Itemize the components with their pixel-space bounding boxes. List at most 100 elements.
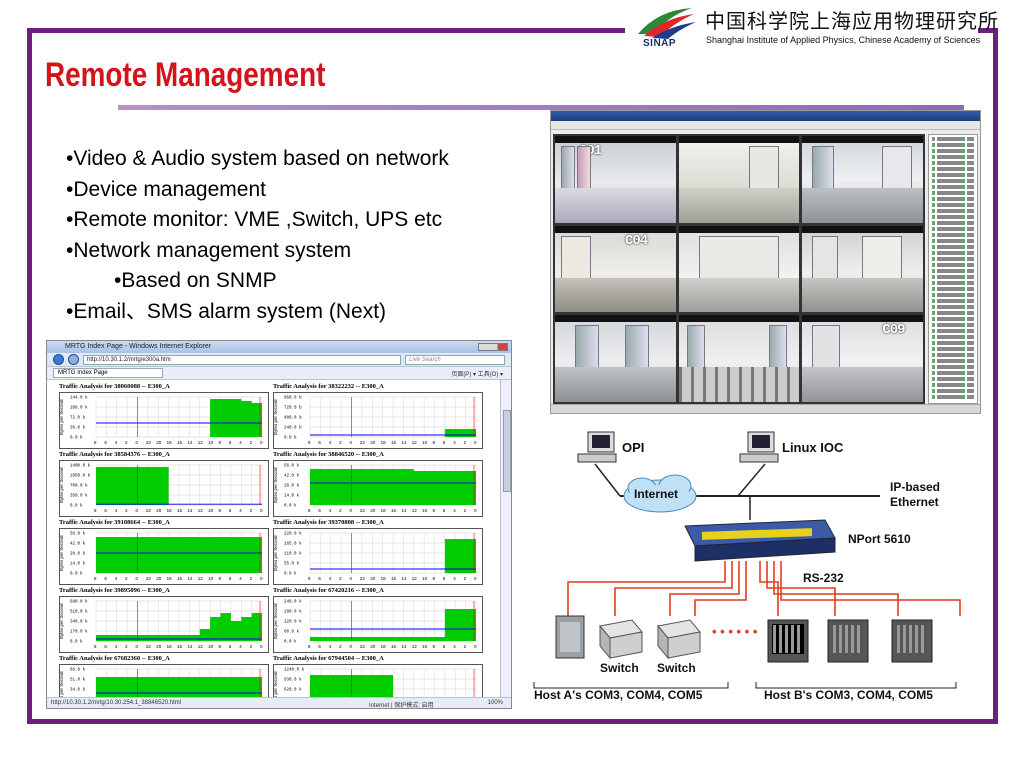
device-tree-item[interactable] bbox=[932, 281, 974, 285]
x-tick-label: 22 bbox=[360, 576, 366, 581]
device-tree-item[interactable] bbox=[932, 197, 974, 201]
x-tick-label: 2 bbox=[250, 508, 253, 513]
x-tick-label: 6 bbox=[318, 440, 321, 445]
zoom-level[interactable]: 100% bbox=[487, 700, 503, 706]
device-tree-item[interactable] bbox=[932, 335, 974, 339]
device-tree-item[interactable] bbox=[932, 245, 974, 249]
x-tick-label: 2 bbox=[339, 508, 342, 513]
device-tree-item[interactable] bbox=[932, 377, 974, 381]
x-tick-label: 22 bbox=[360, 644, 366, 649]
device-tree-item[interactable] bbox=[932, 323, 974, 327]
device-tree-item[interactable] bbox=[932, 185, 974, 189]
device-tree-item[interactable] bbox=[932, 311, 974, 315]
search-input[interactable]: Live Search bbox=[405, 354, 505, 365]
y-tick-label: 170.0 k bbox=[70, 630, 88, 635]
back-button[interactable] bbox=[53, 354, 64, 365]
x-tick-label: 8 bbox=[308, 644, 311, 649]
device-tree-item[interactable] bbox=[932, 173, 974, 177]
device-tree-item[interactable] bbox=[932, 233, 974, 237]
institute-name-en: Shanghai Institute of Applied Physics, C… bbox=[706, 35, 981, 45]
device-tree-item[interactable] bbox=[932, 389, 974, 393]
host-b-crate-icon bbox=[891, 619, 933, 663]
device-tree-item[interactable] bbox=[932, 269, 974, 273]
device-tree-item[interactable] bbox=[932, 395, 974, 399]
device-tree-item[interactable] bbox=[932, 251, 974, 255]
device-tree-item[interactable] bbox=[932, 191, 974, 195]
camera-view: C01 bbox=[555, 136, 676, 223]
x-tick-label: 14 bbox=[401, 508, 407, 513]
x-tick-label: 6 bbox=[318, 644, 321, 649]
address-input[interactable]: http://10.30.1.2/mrtg/e300a.htm bbox=[83, 354, 401, 365]
camera-label: C04 bbox=[625, 232, 648, 249]
x-tick-label: 0 bbox=[350, 576, 353, 581]
browser-toolbar[interactable]: 页面(P) ▾ 工具(O) ▾ bbox=[451, 371, 503, 378]
device-tree-item[interactable] bbox=[932, 149, 974, 153]
device-tree-item[interactable] bbox=[932, 257, 974, 261]
device-tree-item[interactable] bbox=[932, 215, 974, 219]
device-tree-item[interactable] bbox=[932, 209, 974, 213]
device-tree-item[interactable] bbox=[932, 347, 974, 351]
device-tree-item[interactable] bbox=[932, 365, 974, 369]
window-buttons[interactable] bbox=[478, 343, 508, 351]
device-tree-item[interactable] bbox=[932, 341, 974, 345]
device-tree-item[interactable] bbox=[932, 317, 974, 321]
x-tick-label: 8 bbox=[219, 440, 222, 445]
tab-mrtg[interactable]: MRTG Index Page bbox=[53, 368, 163, 378]
institute-name-cn: 中国科学院上海应用物理研究所 bbox=[705, 9, 999, 33]
x-tick-label: 4 bbox=[115, 508, 118, 513]
device-tree-item[interactable] bbox=[932, 287, 974, 291]
device-tree-item[interactable] bbox=[932, 293, 974, 297]
y-axis-label: Bytes per Second bbox=[60, 671, 64, 707]
y-tick-label: 960.0 b bbox=[284, 396, 302, 401]
device-tree-item[interactable] bbox=[932, 353, 974, 357]
device-tree-panel[interactable] bbox=[928, 134, 978, 404]
device-tree-item[interactable] bbox=[932, 263, 974, 267]
device-tree-item[interactable] bbox=[932, 239, 974, 243]
x-tick-label: 14 bbox=[401, 576, 407, 581]
traffic-in-area bbox=[96, 609, 262, 641]
device-tree-item[interactable] bbox=[932, 137, 974, 141]
x-tick-label: 4 bbox=[239, 644, 242, 649]
browser-scrollbar[interactable] bbox=[500, 380, 511, 699]
device-tree-item[interactable] bbox=[932, 203, 974, 207]
device-tree-item[interactable] bbox=[932, 329, 974, 333]
camera-view bbox=[802, 136, 923, 223]
x-tick-label: 8 bbox=[433, 644, 436, 649]
browser-tab-bar: MRTG Index Page 页面(P) ▾ 工具(O) ▾ bbox=[47, 367, 511, 380]
x-tick-label: 18 bbox=[381, 644, 387, 649]
device-tree-item[interactable] bbox=[932, 221, 974, 225]
video-monitor-screenshot: C01 C04 bbox=[550, 110, 981, 414]
device-tree-item[interactable] bbox=[932, 161, 974, 165]
switch-2-icon bbox=[657, 619, 701, 660]
device-tree-item[interactable] bbox=[932, 227, 974, 231]
graph-title: Traffic Analysis for 38322232 -- E300_A bbox=[273, 383, 384, 390]
device-tree-item[interactable] bbox=[932, 383, 974, 387]
device-tree-item[interactable] bbox=[932, 179, 974, 183]
slide-title: Remote Management bbox=[45, 56, 326, 94]
device-tree-item[interactable] bbox=[932, 299, 974, 303]
device-tree-item[interactable] bbox=[932, 359, 974, 363]
device-tree-item[interactable] bbox=[932, 167, 974, 171]
x-tick-label: 22 bbox=[146, 508, 152, 513]
x-tick-label: 8 bbox=[94, 508, 97, 513]
device-tree-item[interactable] bbox=[932, 305, 974, 309]
x-tick-label: 8 bbox=[219, 576, 222, 581]
device-tree-item[interactable] bbox=[932, 143, 974, 147]
forward-button[interactable] bbox=[68, 354, 79, 365]
x-tick-label: 10 bbox=[208, 440, 214, 445]
video-window-menubar bbox=[551, 121, 980, 130]
graph-title: Traffic Analysis for 38846520 -- E300_A bbox=[273, 451, 384, 458]
device-tree-item[interactable] bbox=[932, 371, 974, 375]
device-tree-item[interactable] bbox=[932, 275, 974, 279]
device-tree-item[interactable] bbox=[932, 155, 974, 159]
host-a-server-icon bbox=[555, 615, 585, 659]
